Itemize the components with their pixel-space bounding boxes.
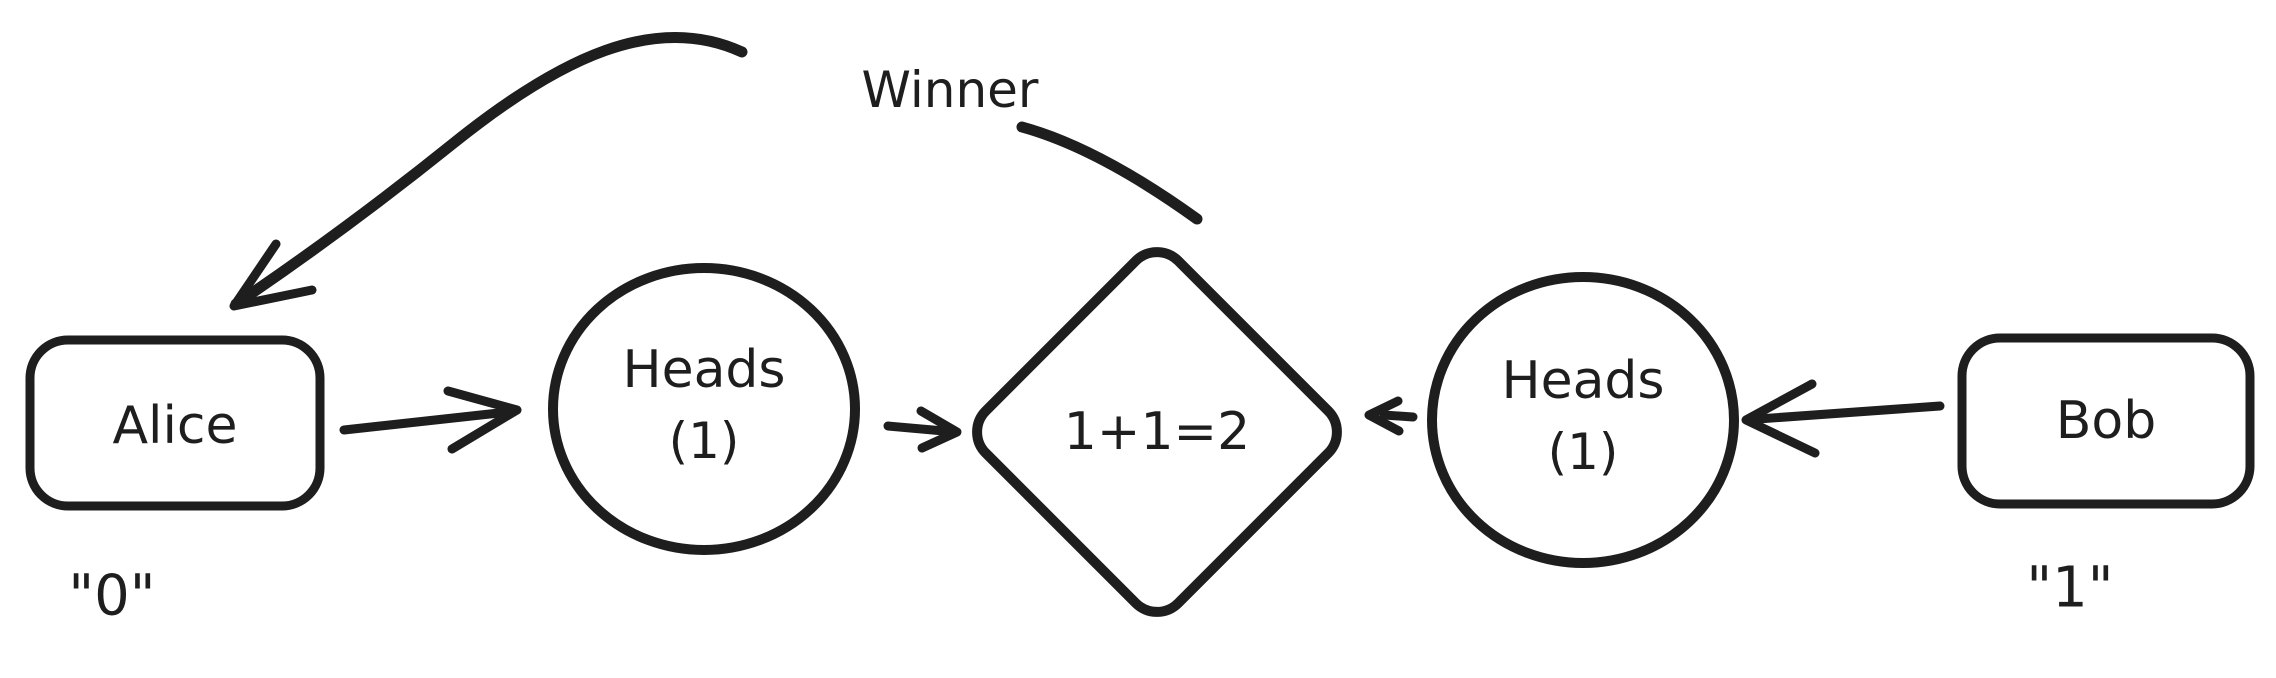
arrowhead-right-icon bbox=[443, 386, 522, 454]
arrow-shaft bbox=[339, 407, 513, 435]
coin-right-sublabel: (1) bbox=[1548, 423, 1619, 481]
arrowhead-left-icon bbox=[1364, 396, 1404, 436]
coin-right-circle bbox=[1427, 272, 1739, 568]
edge-alice-to-coin-left bbox=[339, 386, 522, 454]
coin-left-node: Heads (1) bbox=[548, 263, 860, 555]
edge-coin-left-to-result bbox=[883, 406, 962, 453]
bob-box bbox=[1957, 333, 2255, 509]
winner-edge-label: Winner bbox=[862, 61, 1039, 119]
edge-bob-to-coin-right bbox=[1741, 379, 1945, 458]
arrow-shaft bbox=[1753, 401, 1945, 424]
arrowhead-left-icon bbox=[1741, 379, 1820, 458]
winner-curve-left-segment bbox=[230, 31, 748, 310]
coin-left-sublabel: (1) bbox=[669, 412, 740, 470]
edge-winner: Winner bbox=[229, 31, 1203, 311]
winner-curve-right-segment bbox=[1016, 121, 1203, 225]
bob-label: Bob bbox=[2056, 391, 2157, 451]
coin-right-node: Heads (1) bbox=[1427, 272, 1739, 568]
alice-box bbox=[25, 335, 325, 511]
alice-node: Alice "0" bbox=[25, 335, 325, 629]
arrow-shaft bbox=[883, 421, 949, 436]
result-label: 1+1=2 bbox=[1064, 402, 1250, 462]
edge-coin-right-to-result bbox=[1364, 396, 1418, 436]
winner-arrowhead-icon bbox=[229, 239, 317, 311]
alice-label: Alice bbox=[112, 396, 237, 456]
alice-value-label: "0" bbox=[68, 564, 155, 629]
bob-value-label: "1" bbox=[2026, 556, 2113, 621]
arrowhead-right-icon bbox=[916, 406, 962, 453]
coin-right-label: Heads bbox=[1501, 351, 1664, 411]
bob-node: Bob "1" bbox=[1957, 333, 2255, 621]
coin-left-label: Heads bbox=[622, 340, 785, 400]
coin-left-circle bbox=[548, 263, 860, 555]
result-node: 1+1=2 bbox=[972, 247, 1342, 617]
result-diamond bbox=[972, 247, 1342, 617]
arrow-shaft bbox=[1379, 410, 1418, 422]
